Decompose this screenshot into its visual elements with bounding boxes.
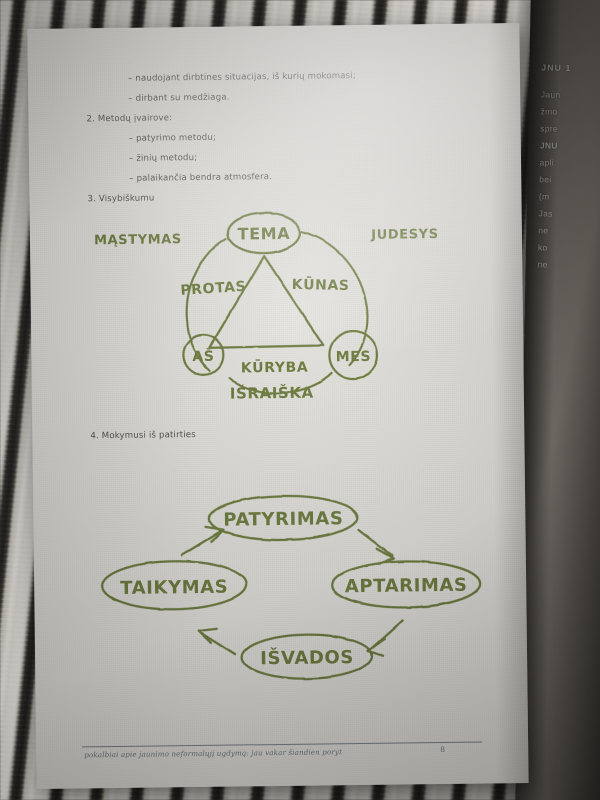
- printed-line: 3. Visybiškumu: [87, 193, 155, 205]
- printed-line: 2. Metodų įvairove:: [86, 113, 173, 125]
- right-page-text-block: JNU 1 Jaun žmo spre JNU apli bei (m Jas …: [537, 59, 600, 275]
- right-page-line: žmo: [540, 106, 558, 117]
- printed-line: – žinių metodu;: [128, 152, 198, 164]
- right-page-line: ko: [537, 242, 548, 253]
- page-number: 8: [440, 744, 446, 755]
- right-page-line: ne: [538, 225, 549, 236]
- page-content: – naudojant dirbtines situacijas, iš kur…: [27, 23, 528, 789]
- right-page-line: Jaun: [540, 89, 561, 100]
- section-heading-4: 4. Mokymusi iš patirties: [90, 430, 196, 442]
- printed-line: – patyrimo metodu;: [128, 132, 217, 144]
- printed-line: – dirbant su medžiaga.: [128, 92, 230, 104]
- right-page-line: ne: [537, 259, 548, 270]
- right-page-line: Jas: [538, 208, 553, 219]
- right-page-line: JNU: [539, 140, 558, 151]
- right-page-line: bei: [539, 174, 552, 185]
- right-page-line: apli: [539, 157, 555, 168]
- right-page-line: spre: [540, 123, 559, 134]
- page-inner: – naudojant dirbtines situacijas, iš kur…: [27, 23, 529, 789]
- book-right-page: JNU 1 Jaun žmo spre JNU apli bei (m Jas …: [515, 0, 600, 800]
- printed-line: – naudojant dirbtines situacijas, iš kur…: [127, 71, 356, 84]
- right-page-header: JNU 1: [541, 62, 572, 73]
- right-page-line: (m: [538, 191, 550, 202]
- printed-line: – palaikančia bendra atmosfera.: [129, 172, 273, 184]
- book-left-page: – naudojant dirbtines situacijas, iš kur…: [27, 23, 529, 789]
